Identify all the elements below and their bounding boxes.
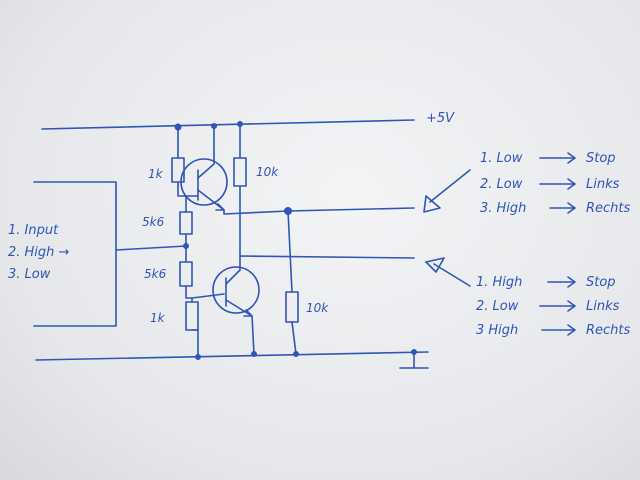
output-arrow-lower xyxy=(425,257,471,287)
upper-arrow-2 xyxy=(539,178,576,190)
junction-top-left xyxy=(174,123,182,131)
lower-result-2: Links xyxy=(586,299,620,314)
upper-arrow-1 xyxy=(539,152,576,164)
junction-top-right xyxy=(237,121,243,127)
junction-mid-left xyxy=(183,243,189,249)
label-r-mid-2: 5k6 xyxy=(144,267,167,281)
label-r-bottom-left: 1k xyxy=(150,311,166,325)
r10k-bottom-wire-b xyxy=(291,321,297,355)
resistor-5k6-lower xyxy=(179,261,193,287)
input-line-1: 1. Input xyxy=(8,223,59,238)
upper-result-1: Stop xyxy=(586,151,616,166)
transistor-upper xyxy=(180,158,228,206)
label-r-mid-1: 5k6 xyxy=(142,215,165,229)
output-table-upper: 1. Low Stop 2. Low Links 3. High Rechts xyxy=(480,151,631,216)
junction-lower-emitter xyxy=(251,351,257,357)
upper-state-2: 2. Low xyxy=(480,177,523,192)
lower-arrow-3 xyxy=(541,324,576,336)
input-line-2: 2. High → xyxy=(8,245,70,260)
label-r-top-left: 1k xyxy=(148,167,164,181)
supply-rail xyxy=(41,119,415,130)
junction-upper-collector xyxy=(211,123,217,129)
resistor-1k-top xyxy=(171,157,185,183)
lower-arrow-1 xyxy=(547,276,576,288)
transistor-upper-arrow xyxy=(215,203,225,211)
label-r-top-right: 10k xyxy=(256,165,279,179)
lower-state-1: 1. High xyxy=(476,275,522,290)
lower-state-3: 3 High xyxy=(476,323,518,338)
lower-result-1: Stop xyxy=(586,275,616,290)
junction-bottom-left xyxy=(195,354,201,360)
lower-state-2: 2. Low xyxy=(476,299,519,314)
transistor-lower-collector xyxy=(225,255,415,285)
input-line-3: 3. Low xyxy=(8,267,51,282)
lower-result-3: Rechts xyxy=(586,323,631,338)
input-wire xyxy=(115,245,187,251)
transistor-lower xyxy=(212,266,260,314)
resistor-10k-bottom xyxy=(285,291,299,323)
input-bracket xyxy=(33,181,117,327)
upper-state-3: 3. High xyxy=(480,201,526,216)
output-arrow-upper xyxy=(423,169,471,213)
output-table-lower: 1. High Stop 2. Low Links 3 High Rechts xyxy=(476,275,631,338)
junction-bottom-right xyxy=(293,351,299,357)
r10k-bottom-wire-a xyxy=(287,210,293,293)
transistor-lower-base xyxy=(191,277,227,307)
transistor-upper-emitter xyxy=(197,189,289,215)
resistor-5k6-upper xyxy=(179,211,193,235)
upper-result-3: Rechts xyxy=(586,201,631,216)
transistor-upper-collector xyxy=(197,125,215,179)
lower-arrow-2 xyxy=(539,300,576,312)
left-chain-wire-1 xyxy=(177,181,187,197)
output-line-upper xyxy=(287,207,415,212)
supply-label: +5V xyxy=(426,111,455,126)
ground-junction xyxy=(411,349,417,355)
upper-state-1: 1. Low xyxy=(480,151,523,166)
upper-result-2: Links xyxy=(586,177,620,192)
upper-arrow-3 xyxy=(549,202,576,214)
transistor-upper-base xyxy=(185,169,199,201)
left-chain-wire-6 xyxy=(191,329,199,359)
transistor-lower-arrow xyxy=(243,309,253,317)
resistor-10k-top xyxy=(233,157,247,187)
ground-rail xyxy=(35,351,429,361)
label-r-bottom-right: 10k xyxy=(306,301,329,315)
resistor-1k-bottom xyxy=(185,301,199,331)
left-chain-wire-4 xyxy=(185,285,193,299)
